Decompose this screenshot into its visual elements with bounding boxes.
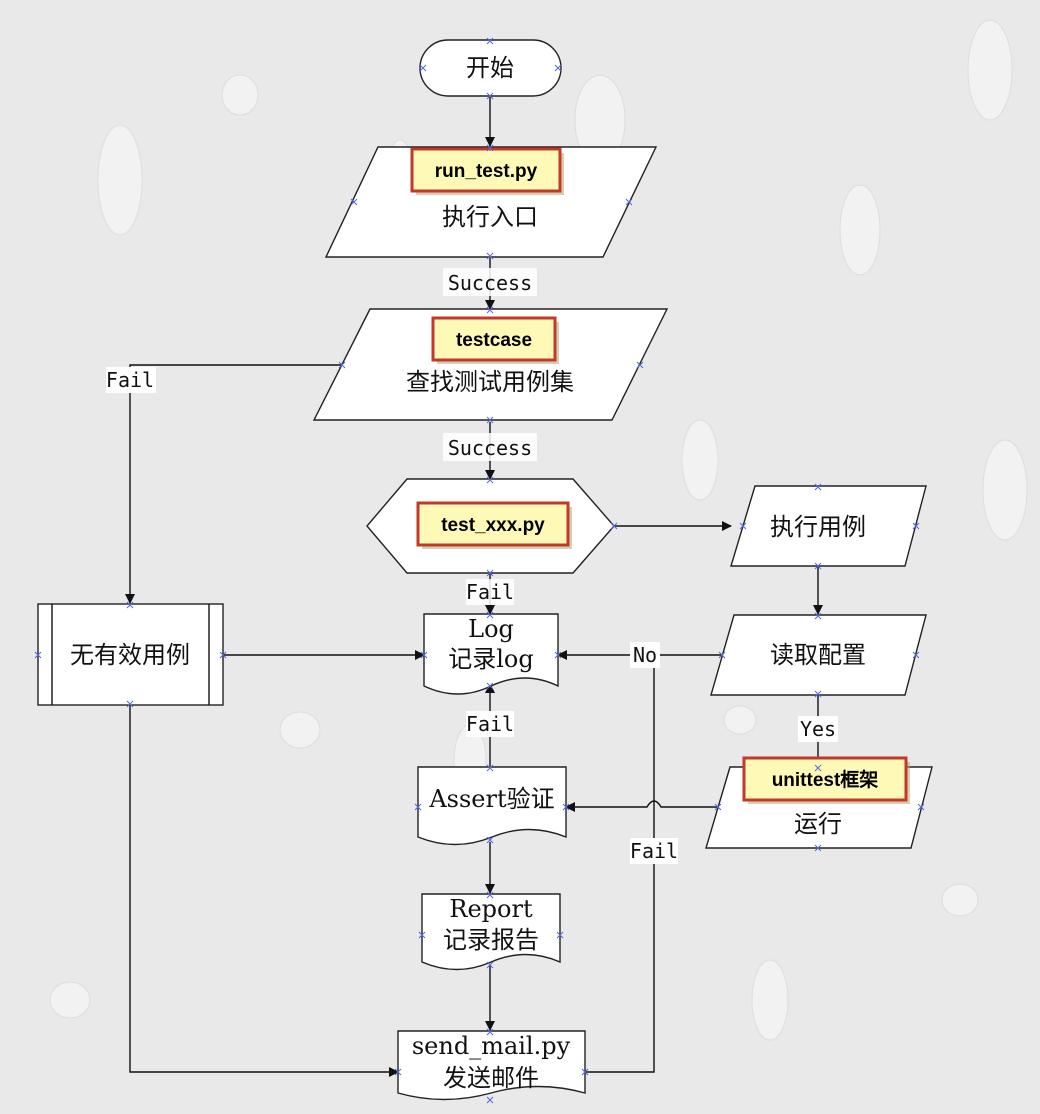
assert-node: Assert验证	[417, 766, 567, 846]
connection-point-marker	[486, 569, 494, 577]
tag-testcase: testcase	[431, 316, 559, 364]
edge-unittest-assert	[565, 800, 728, 812]
connection-point-marker	[917, 803, 925, 811]
connection-point-marker	[486, 416, 494, 424]
label-fail-assert: Fail	[466, 712, 514, 736]
tag-run-test: run_test.py	[410, 147, 564, 195]
connection-point-marker	[486, 1096, 494, 1104]
connection-point-marker	[486, 476, 494, 484]
no-valid-label: 无有效用例	[70, 641, 190, 669]
connection-point-marker	[338, 361, 346, 369]
connection-point-marker	[418, 931, 426, 939]
entry-label: 执行入口	[442, 203, 538, 231]
connection-point-marker	[554, 64, 562, 72]
edge-labels: Success Success Fail Fail No Yes Fail Fa…	[106, 268, 838, 864]
connection-point-marker	[714, 803, 722, 811]
connection-point-marker	[394, 1068, 402, 1076]
log-subtitle: 记录log	[448, 645, 534, 673]
connection-point-marker	[486, 682, 494, 690]
connection-point-marker	[912, 522, 920, 530]
edge-find-novalid	[125, 364, 342, 604]
connection-point-marker	[486, 764, 494, 772]
start-node: 开始	[419, 39, 562, 97]
tag-run-test-label: run_test.py	[435, 161, 538, 182]
connection-point-marker	[610, 522, 618, 530]
connection-point-marker	[486, 961, 494, 969]
no-valid-case-node: 无有效用例	[37, 603, 224, 706]
tag-unittest-label: unittest框架	[772, 768, 879, 791]
connection-point-marker	[126, 601, 134, 609]
connection-point-marker	[486, 252, 494, 260]
connection-point-marker	[420, 651, 428, 659]
read-config-node: 读取配置	[710, 614, 927, 696]
label-yes: Yes	[800, 717, 836, 741]
report-title: Report	[449, 895, 533, 923]
label-fail-mail: Fail	[630, 839, 678, 863]
connection-point-marker	[814, 562, 822, 570]
log-node: Log 记录log	[423, 613, 559, 695]
send-mail-node: send_mail.py 发送邮件	[397, 1030, 586, 1101]
connection-point-marker	[486, 37, 494, 45]
edge-novalid-mail	[129, 705, 399, 1077]
label-success-2: Success	[448, 436, 532, 460]
connection-point-marker	[814, 483, 822, 491]
exec-case-label: 执行用例	[770, 513, 866, 541]
background-droplets	[49, 19, 1028, 1041]
assert-label: Assert验证	[428, 785, 554, 813]
connection-point-marker	[814, 764, 822, 772]
connection-point-marker	[486, 144, 494, 152]
connection-point-markers	[34, 37, 925, 1104]
connection-point-marker	[414, 803, 422, 811]
connection-point-marker	[739, 522, 747, 530]
connection-point-marker	[126, 700, 134, 708]
send-mail-subtitle: 发送邮件	[443, 1064, 539, 1092]
connection-point-marker	[554, 651, 562, 659]
read-config-label: 读取配置	[770, 641, 866, 669]
unittest-run-label: 运行	[794, 810, 842, 838]
connection-point-marker	[486, 92, 494, 100]
connection-point-marker	[636, 361, 644, 369]
connection-point-marker	[34, 651, 42, 659]
label-no: No	[633, 643, 657, 667]
edge-fail-mail	[585, 665, 655, 1073]
connection-point-marker	[556, 931, 564, 939]
find-label: 查找测试用例集	[406, 368, 574, 396]
connection-point-marker	[814, 612, 822, 620]
label-fail-test: Fail	[466, 580, 514, 604]
connection-point-marker	[581, 1068, 589, 1076]
connection-point-marker	[486, 306, 494, 314]
log-title: Log	[468, 615, 514, 643]
connection-point-marker	[814, 844, 822, 852]
send-mail-title: send_mail.py	[412, 1032, 571, 1060]
connection-point-marker	[625, 198, 633, 206]
connection-point-marker	[814, 690, 822, 698]
exec-case-node: 执行用例	[730, 485, 927, 567]
start-label: 开始	[466, 54, 514, 82]
connection-point-marker	[718, 651, 726, 659]
label-success-1: Success	[448, 271, 532, 295]
find-testcase-node: 查找测试用例集	[312, 308, 669, 421]
tag-testcase-label: testcase	[456, 330, 532, 351]
connection-point-marker	[912, 651, 920, 659]
entry-node: 执行入口	[324, 146, 658, 258]
label-fail-left: Fail	[106, 368, 154, 392]
report-subtitle: 记录报告	[443, 926, 539, 954]
tag-unittest: unittest框架	[742, 756, 910, 804]
connection-point-marker	[486, 1028, 494, 1036]
tag-test-xxx: test_xxx.py	[416, 501, 572, 549]
connection-point-marker	[486, 611, 494, 619]
connection-point-marker	[350, 198, 358, 206]
tag-test-xxx-label: test_xxx.py	[441, 515, 545, 536]
connection-point-marker	[562, 803, 570, 811]
connection-point-marker	[486, 836, 494, 844]
connection-point-marker	[419, 64, 427, 72]
connection-point-marker	[486, 891, 494, 899]
connection-point-marker	[219, 651, 227, 659]
report-node: Report 记录报告	[421, 893, 561, 971]
